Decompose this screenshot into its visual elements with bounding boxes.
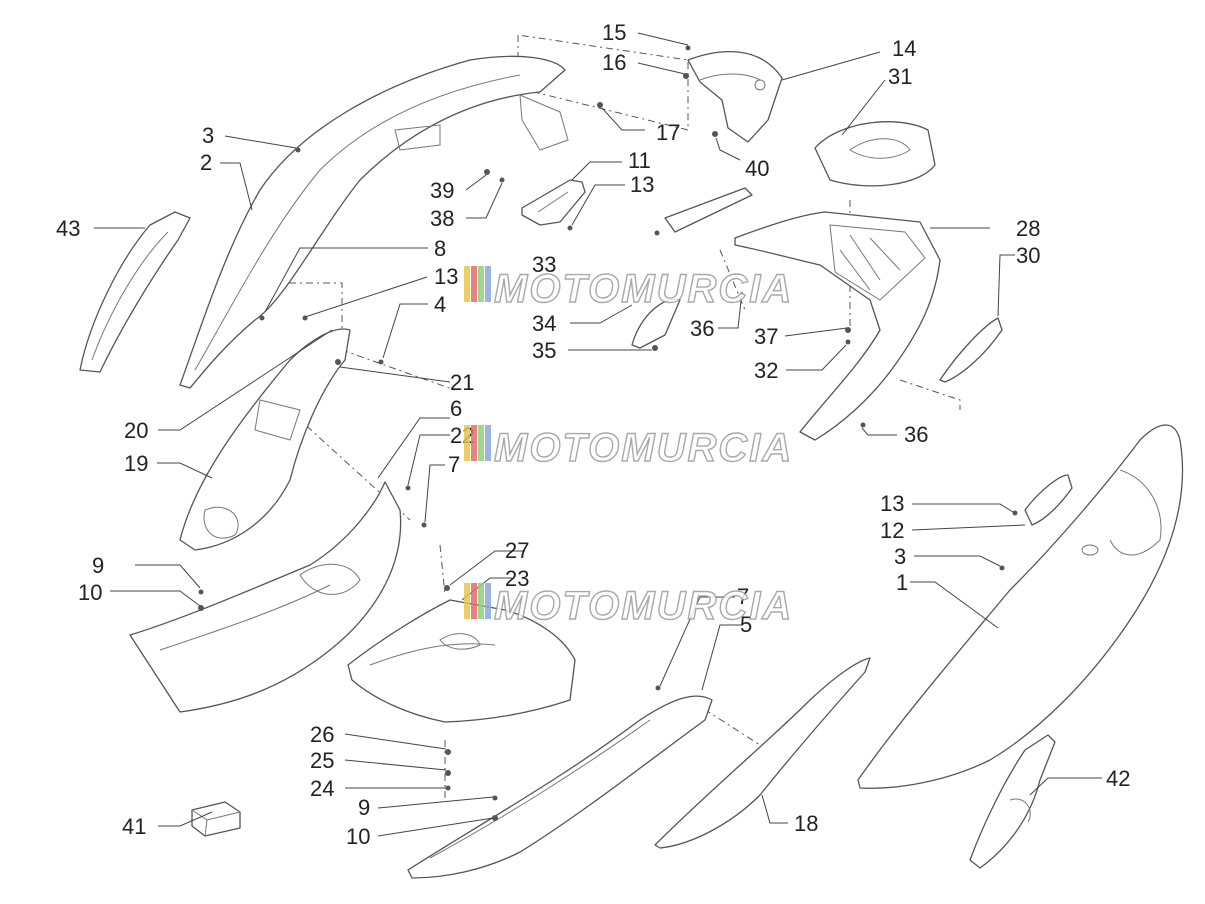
callout-13: 13: [434, 264, 458, 289]
part-backrest-pad-31: [814, 121, 936, 187]
part-handle-12: [1024, 474, 1073, 526]
callout-30: 30: [1016, 243, 1040, 268]
callout-17: 17: [656, 120, 680, 145]
part-side-panel-18: [654, 657, 871, 849]
part-right-side-cover-1: [857, 424, 1184, 789]
callout-19: 19: [124, 451, 148, 476]
part-grip-trim-33: [664, 187, 753, 233]
callout-40: 40: [745, 156, 769, 181]
part-bracket-11: [521, 179, 586, 226]
callout-7: 7: [448, 452, 460, 477]
callout-21: 21: [450, 370, 474, 395]
callout-33: 33: [532, 252, 556, 277]
callout-37: 37: [754, 324, 778, 349]
part-lower-frame-cover-6: [129, 481, 402, 713]
watermark-text: MOTOMURCIA: [494, 426, 793, 470]
part-grip-trim-30: [939, 317, 1003, 383]
part-side-trim-43: [79, 211, 191, 373]
watermark-logo: [464, 425, 491, 461]
part-floor-panel-23: [347, 599, 576, 723]
watermark-text: MOTOMURCIA: [494, 267, 793, 311]
callout-7: 7: [737, 584, 749, 609]
part-side-skirt-5: [407, 695, 713, 879]
callout-22: 22: [450, 423, 474, 448]
callout-15: 15: [602, 20, 626, 45]
watermark-logo: [464, 583, 491, 619]
part-bracket-42: [969, 734, 1056, 869]
callout-14: 14: [892, 36, 916, 61]
part-rear-upper-cover-2: [179, 55, 569, 389]
callout-9: 9: [358, 795, 370, 820]
part-inner-panel-19: [179, 328, 351, 551]
callout-16: 16: [602, 50, 626, 75]
callout-11: 11: [628, 148, 651, 173]
callout-28: 28: [1016, 216, 1040, 241]
callout-3: 3: [894, 544, 906, 569]
callout-43: 43: [56, 216, 80, 241]
part-foam-block-41: [191, 801, 241, 837]
callout-32: 32: [754, 358, 778, 383]
callout-36: 36: [690, 316, 714, 341]
callout-39: 39: [430, 178, 454, 203]
callout-31: 31: [888, 64, 912, 89]
part-bracket-34: [631, 298, 681, 349]
callout-3: 3: [202, 123, 214, 148]
callout-5: 5: [740, 612, 752, 637]
callout-23: 23: [505, 566, 529, 591]
leader-lines: [94, 32, 1102, 837]
callout-25: 25: [310, 748, 334, 773]
callout-8: 8: [434, 236, 446, 261]
callout-13: 13: [630, 172, 654, 197]
callout-1: 1: [896, 570, 908, 595]
callout-10: 10: [346, 824, 370, 849]
callout-20: 20: [124, 418, 148, 443]
callout-2: 2: [200, 150, 212, 175]
callout-34: 34: [532, 311, 556, 336]
callout-9: 9: [92, 553, 104, 578]
callout-24: 24: [310, 776, 334, 801]
callout-27: 27: [505, 538, 529, 563]
callout-10: 10: [78, 580, 102, 605]
callout-18: 18: [794, 811, 818, 836]
callout-35: 35: [532, 338, 556, 363]
part-rear-rack-28: [734, 211, 941, 441]
part-tail-cover-14: [687, 51, 783, 143]
callout-13: 13: [880, 491, 904, 516]
watermark-text: MOTOMURCIA: [494, 584, 793, 628]
callout-26: 26: [310, 722, 334, 747]
callout-6: 6: [450, 396, 462, 421]
callout-41: 41: [122, 814, 146, 839]
callout-4: 4: [434, 292, 446, 317]
watermark: MOTOMURCIA MOTOMURCIA MOTOMURCIA: [464, 266, 793, 629]
hardware-screws: [198, 45, 1018, 821]
callout-12: 12: [880, 518, 904, 543]
callout-42: 42: [1106, 766, 1130, 791]
watermark-logo: [464, 266, 491, 302]
callout-36: 36: [904, 422, 928, 447]
callout-38: 38: [430, 206, 454, 231]
callout-labels: 15 16 14 31 3 2 17 11 40 39 13 38 43 8 2…: [56, 20, 1130, 849]
